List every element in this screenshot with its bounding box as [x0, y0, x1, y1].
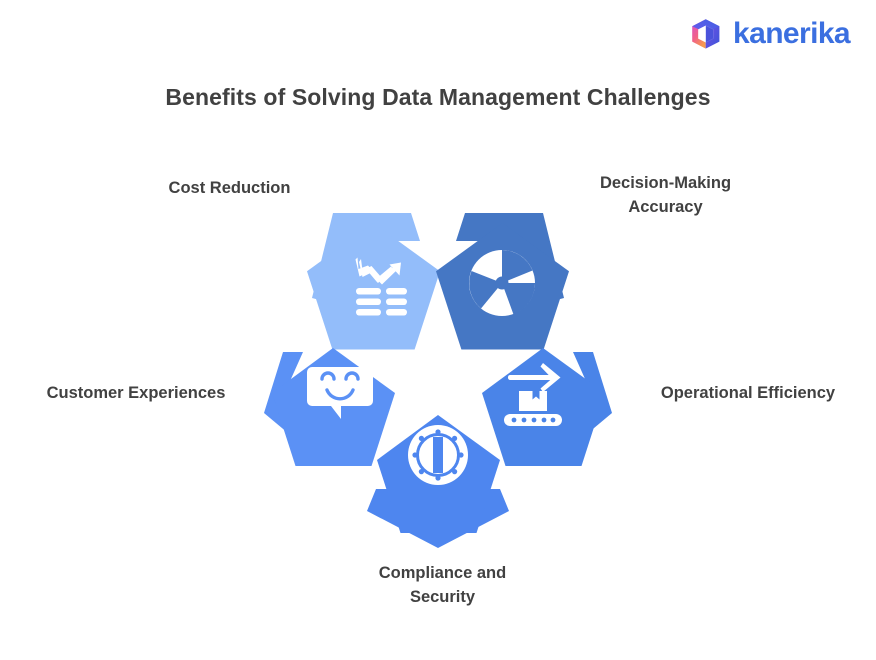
- diagram-node-cost-reduction: [307, 213, 440, 350]
- diagram-node-customer-experiences: [264, 348, 395, 466]
- diagram-node-compliance-and-security: [367, 415, 509, 548]
- cube-logo-icon: [689, 17, 723, 51]
- smiling-chat-bubble-icon: [307, 367, 373, 419]
- declining-chart-icon: [355, 257, 407, 316]
- label-compliance-and-security: Compliance and Security: [378, 564, 507, 606]
- page-title: Benefits of Solving Data Management Chal…: [165, 84, 711, 110]
- label-decision-making-accuracy: Decision-Making Accuracy: [599, 174, 732, 216]
- brand-name: kanerika: [733, 17, 851, 50]
- diagram-node-decision-making-accuracy: [436, 213, 569, 350]
- diagram-node-operational-efficiency: [482, 348, 612, 466]
- cost-reduction-pentagon: [307, 223, 440, 350]
- decision-making-bracket: [456, 213, 564, 303]
- label-operational-efficiency: Operational Efficiency: [660, 384, 836, 402]
- label-cost-reduction: Cost Reduction: [168, 179, 291, 197]
- vault-door-icon: [408, 425, 468, 485]
- conveyor-belt-arrow-icon: [504, 363, 562, 426]
- brand-logo: kanerika: [689, 17, 851, 51]
- cost-reduction-bracket: [312, 213, 420, 303]
- pie-chart-icon: [469, 250, 536, 316]
- label-customer-experiences: Customer Experiences: [46, 384, 226, 402]
